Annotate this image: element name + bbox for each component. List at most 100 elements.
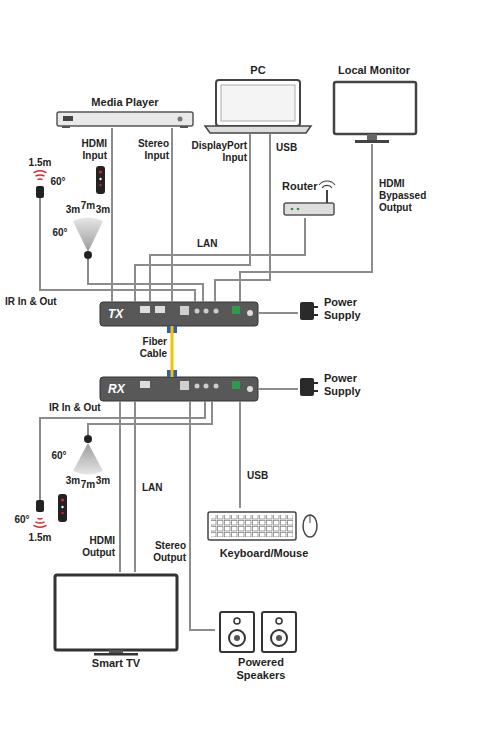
- router-icon: [297, 208, 300, 211]
- transmitter-box: [195, 309, 200, 314]
- ir-receiver: [73, 443, 103, 475]
- keyboard-mouse-icon: [310, 515, 311, 523]
- device-label: Local Monitor: [338, 64, 410, 77]
- device-label: RX: [108, 383, 125, 396]
- ir-range-label: 60°: [50, 450, 67, 462]
- port-label: IR In & Out: [48, 402, 102, 414]
- connection-label: DisplayPort Input: [180, 140, 248, 164]
- ir-receiver: [73, 218, 103, 475]
- device-node: Media Player: [55, 96, 195, 128]
- receiver-box: [140, 381, 150, 388]
- laptop-icon: [205, 80, 311, 133]
- receiver-box: [195, 384, 200, 389]
- ir-emitter: [34, 171, 47, 180]
- ir-emitter: [36, 500, 44, 512]
- smart-tv-icon: [55, 575, 177, 656]
- power-adapter: [314, 306, 318, 308]
- media-player-icon: [57, 112, 193, 126]
- speaker-icon: [220, 612, 254, 652]
- speaker-icon: [262, 612, 296, 652]
- speaker-icon: [276, 618, 282, 624]
- laptop-icon: [205, 126, 311, 133]
- extender-unit: TX: [100, 302, 258, 326]
- remote-control: [58, 494, 67, 522]
- remote-control: [99, 170, 102, 173]
- ir-wire: [40, 401, 205, 500]
- ir-receiver: [84, 435, 92, 443]
- extender-unit: RX: [100, 377, 258, 401]
- keyboard-mouse-icon: [211, 515, 293, 537]
- media-player-icon: [178, 117, 183, 122]
- device-label: Smart TV: [92, 657, 140, 670]
- ir-wire: [40, 197, 212, 500]
- device-node: Router: [280, 180, 338, 218]
- monitor-icon: [334, 82, 416, 134]
- ir-range-label: 7m: [80, 200, 96, 212]
- device-node: Power Supply: [298, 370, 370, 400]
- remote-control: [99, 184, 101, 186]
- receiver-box: [204, 384, 209, 389]
- connection-label: HDMI Output: [68, 535, 116, 559]
- media-player-icon: [57, 112, 193, 128]
- ir-emitter: [34, 518, 47, 527]
- receiver-box: [100, 377, 258, 401]
- connection-label: LAN: [196, 238, 219, 250]
- media-player-icon: [63, 116, 73, 121]
- power-adapter: [314, 390, 318, 392]
- speaker-icon: [229, 630, 245, 646]
- device-node: Powered Speakers: [215, 608, 307, 682]
- transmitter-box: [100, 302, 258, 326]
- ir-receiver: [73, 218, 103, 253]
- device-label: Router: [282, 180, 317, 193]
- ir-range-label: 3m: [65, 204, 81, 216]
- power-adapter: [300, 302, 314, 320]
- router-icon: [291, 208, 294, 211]
- speaker-icon: [234, 635, 240, 641]
- transmitter-box: [155, 306, 165, 313]
- router-icon: [319, 181, 335, 188]
- cable: [258, 388, 298, 390]
- router-icon: [284, 203, 334, 215]
- keyboard-mouse-icon: [208, 512, 317, 540]
- fiber-cable: [171, 326, 174, 377]
- transmitter-box: [204, 309, 209, 314]
- ir-range-label: 1.5m: [28, 532, 53, 544]
- device-node: Local Monitor: [330, 64, 418, 144]
- device-node: PC: [203, 64, 313, 134]
- smart-tv-icon: [55, 575, 177, 650]
- device-label: Powered Speakers: [230, 656, 292, 682]
- cable: [111, 128, 113, 302]
- device-label: Power Supply: [324, 296, 364, 322]
- cable: [171, 128, 173, 302]
- remote-control: [99, 178, 101, 180]
- device-label: PC: [250, 64, 265, 77]
- ir-emitter: [34, 171, 47, 527]
- connection-label: Stereo Input: [126, 138, 170, 162]
- remote-control: [58, 166, 105, 522]
- speaker-icon: [271, 630, 287, 646]
- receiver-box: [214, 384, 219, 389]
- receiver-box: [180, 381, 189, 390]
- monitor-icon: [334, 82, 416, 143]
- ir-emitter: [36, 186, 44, 198]
- cable: [258, 312, 298, 314]
- speaker-icon: [220, 612, 296, 652]
- device-label: Power Supply: [324, 372, 364, 398]
- remote-control: [96, 166, 105, 194]
- smart-tv-icon: [109, 650, 123, 653]
- router-icon: [326, 190, 328, 203]
- ir-range-label: 60°: [49, 176, 66, 188]
- smart-tv-icon: [94, 653, 138, 656]
- connection-label: HDMI Bypassed Output: [378, 178, 434, 214]
- monitor-icon: [355, 140, 389, 143]
- ir-range-label: 60°: [51, 227, 68, 239]
- ir-range-label: 3m: [95, 204, 111, 216]
- cable: [134, 401, 136, 572]
- connection-label: HDMI Input: [62, 138, 108, 162]
- keyboard-mouse-icon: [208, 512, 296, 540]
- media-player-icon: [62, 126, 70, 128]
- receiver-box: [100, 377, 258, 401]
- power-adapter: [300, 302, 318, 396]
